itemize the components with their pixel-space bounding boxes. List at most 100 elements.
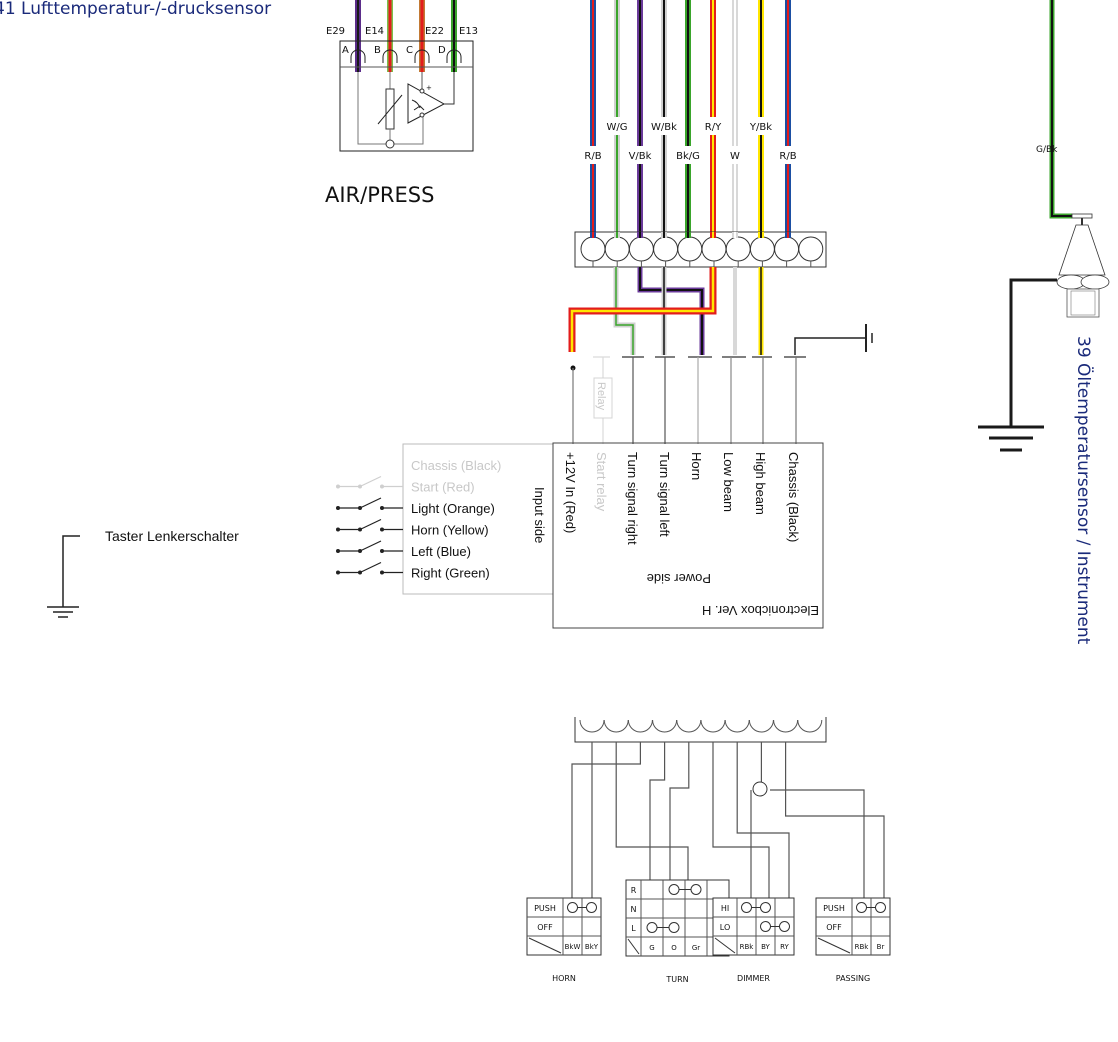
wire-w: W [730, 0, 740, 232]
chassis-ground-wire [794, 337, 866, 355]
power-terminal-label: Turn signal left [657, 452, 672, 537]
pin-letter: D [438, 45, 446, 56]
air-sensor-housing [339, 40, 474, 152]
pin-code-label: E13 [459, 26, 478, 37]
wire-color-label: W/G [606, 122, 627, 133]
switch-col-label: RBk [855, 943, 870, 951]
switch-col-label: G [649, 944, 654, 952]
power-side-label: Power side [647, 571, 711, 586]
pressure-amplifier-icon [407, 83, 446, 124]
switch-row-label: HI [721, 904, 729, 913]
pin-letter: C [406, 45, 413, 56]
wire-r-y: R/Y [705, 0, 722, 232]
wire-color-label: Bk/G [676, 151, 700, 162]
routing-wire [615, 742, 689, 880]
switch-col-label: Br [877, 943, 885, 951]
wire-color-label: Y/Bk [749, 122, 772, 133]
connector-pin [604, 236, 630, 262]
connector-socket [797, 719, 823, 733]
wire-color-label: W/Bk [651, 122, 677, 133]
contact-icon [586, 902, 597, 913]
routing-wire [736, 742, 790, 900]
wire-bk-g: Bk/G [676, 0, 700, 232]
oil-temperature-sensor: G/Bk 39 Öltemperatursensor / Instrument [978, 0, 1110, 645]
connector-socket [773, 719, 799, 733]
contact-icon [690, 884, 702, 895]
switch-row-label: PUSH [823, 904, 845, 913]
connector-socket [652, 719, 678, 733]
wire-color-label: R/B [584, 151, 601, 162]
oil-wire-label: G/Bk [1036, 145, 1058, 155]
power-terminal-label: +12V In (Red) [563, 452, 578, 533]
routing-wire [712, 742, 770, 900]
power-terminal-label: Chassis (Black) [786, 452, 801, 542]
power-terminal-label: Horn [689, 452, 704, 480]
contact-icon [668, 884, 680, 895]
oil-sensor-title: 39 Öltemperatursensor / Instrument [1073, 336, 1095, 645]
power-side-panel [552, 442, 824, 629]
connector-pin [653, 236, 679, 262]
input-terminal-label: Right (Green) [411, 566, 490, 581]
connector-socket [603, 719, 629, 733]
electronicbox-title: Electronicbox Ver. H [702, 603, 819, 618]
switch-table-title: DIMMER [737, 974, 770, 983]
wire-w-g: W/G [606, 0, 628, 232]
oil-sensor-wire [1049, 0, 1072, 219]
pin-code-label: E22 [425, 26, 444, 37]
contact-icon [760, 902, 771, 913]
routed-wires: Relay [568, 267, 873, 444]
relay-label: Relay [595, 382, 607, 411]
contact-icon [875, 902, 886, 913]
wire-r-b: R/B [584, 0, 602, 232]
switch-col-label: Gr [692, 944, 700, 952]
pin-letter: A [342, 45, 349, 56]
switch-icon [336, 475, 403, 489]
wire-vbk-route [637, 267, 705, 355]
connector-socket [748, 719, 774, 733]
routing-wire [784, 742, 885, 900]
power-terminal-label: Low beam [721, 452, 736, 512]
switch-row-label: L [631, 924, 636, 933]
pin-code-label: E29 [326, 26, 345, 37]
wire-color-label: V/Bk [629, 151, 652, 162]
switch-row-label: PUSH [534, 904, 556, 913]
switch-routing-wires [571, 742, 885, 900]
input-terminal-label: Chassis (Black) [411, 458, 501, 473]
oil-sensor-icon [1058, 224, 1106, 276]
wire-color-label: R/Y [705, 122, 722, 133]
power-terminal-label: High beam [753, 452, 768, 515]
connector-pin [677, 236, 703, 262]
connector-socket [700, 719, 726, 733]
bottom-connector-block [574, 717, 827, 743]
connector-pin [798, 236, 824, 262]
switch-col-label: BkW [565, 943, 581, 951]
switch-row-label: LO [720, 923, 730, 932]
contact-icon [668, 922, 680, 933]
switch-row-label: R [631, 886, 637, 895]
contact-icon [856, 902, 867, 913]
wire-w-bk: W/Bk [651, 0, 677, 232]
power-terminal-label: Start relay [594, 452, 609, 512]
switch-col-label: BY [761, 943, 770, 951]
handlebar-switch-label: Taster Lenkerschalter [105, 528, 239, 544]
contact-icon [779, 921, 790, 932]
switch-icon [336, 540, 403, 553]
wire-color-label: W [730, 151, 740, 162]
switch-icon [336, 518, 403, 532]
pin-letter: B [374, 45, 381, 56]
connector-pin [701, 236, 727, 262]
switch-row-label: OFF [537, 923, 553, 932]
connector-pin [725, 236, 751, 262]
connector-socket [724, 719, 750, 733]
relay-box [593, 377, 613, 419]
wire-color-label: R/B [779, 151, 796, 162]
contact-icon [741, 902, 752, 913]
input-switches [336, 475, 403, 575]
switch-icon [336, 561, 403, 575]
